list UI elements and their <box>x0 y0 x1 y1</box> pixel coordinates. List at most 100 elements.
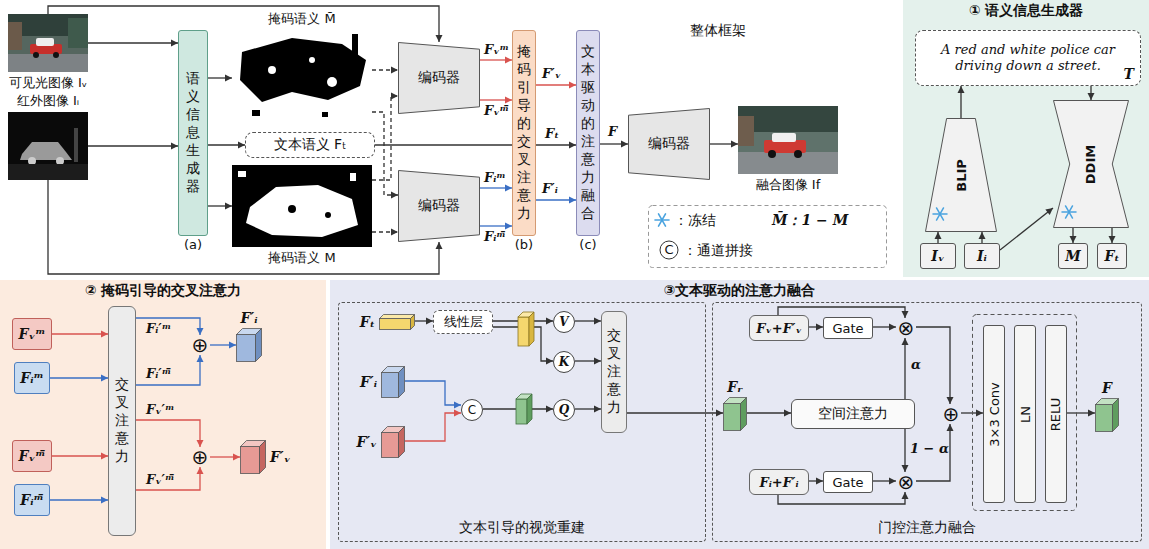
panel: ③文本驱动的注意力融合文本引导的视觉重建Fₜ线性层VKF′ᵢF′ᵥCQ交叉注意力… <box>330 280 1149 549</box>
edge-label: Fᵥᵐ <box>484 42 509 57</box>
add-symbol: ⊕ <box>190 335 210 355</box>
arrow-connector <box>480 97 512 104</box>
node-label: 编码器 <box>418 69 460 87</box>
shape-part <box>309 57 315 63</box>
connector-line <box>52 333 108 334</box>
input-box: Iᵢ <box>964 243 1000 269</box>
node-label: 文本语义 Fₜ <box>274 136 347 154</box>
value-circle: V <box>553 311 575 333</box>
spatial-attention-box: 空间注意力 <box>791 399 915 429</box>
node-label: 编码器 <box>418 197 460 215</box>
arrow-connector <box>208 75 232 82</box>
shape-part <box>1096 405 1113 432</box>
arrowhead <box>784 410 791 417</box>
node-label: Fᵢᵐ <box>20 370 44 386</box>
node-label: 文本引导的视觉重建 <box>459 519 585 537</box>
arrow-connector <box>809 324 823 331</box>
arrowhead <box>436 242 443 249</box>
shape-part <box>738 116 754 146</box>
photo-illustration <box>232 30 372 125</box>
shape-part <box>252 110 260 116</box>
shape-outline <box>723 397 747 431</box>
arrowhead <box>505 223 512 230</box>
shape-part <box>937 208 944 220</box>
attention-block: 掩码引导的交叉注意力(b) <box>512 30 536 236</box>
arrowhead <box>171 143 178 150</box>
arrowhead <box>902 311 909 318</box>
arrow-connector <box>480 185 512 192</box>
node-label: 融合图像 If <box>756 176 821 194</box>
photo-infrared: 红外图像 Iᵢ <box>8 112 88 180</box>
linear-layer-box: 线性层 <box>433 310 493 334</box>
shape-outline <box>379 314 415 330</box>
arrowhead <box>569 82 576 89</box>
node-label: 线性层 <box>444 313 483 331</box>
arrowhead <box>426 318 433 325</box>
shape-part <box>399 367 405 398</box>
node-sublabel: (c) <box>579 237 596 252</box>
legend-frame <box>649 206 887 268</box>
shape-part <box>56 157 64 165</box>
arrowhead <box>935 232 942 239</box>
panel: ① 语义信息生成器A red and white police car driv… <box>903 0 1149 277</box>
node-label: Gate <box>832 475 863 490</box>
arrowhead <box>436 35 443 42</box>
arrow-connector <box>916 327 954 404</box>
node-label: Fᵥᵐ̄ <box>18 448 45 464</box>
shape-part <box>1054 101 1129 228</box>
node-label: M <box>1065 248 1081 264</box>
node-label: 掩码引导的交叉注意力 <box>517 43 531 223</box>
node-label: 语义信息生成器 <box>186 70 200 196</box>
arrow-connector <box>480 223 512 230</box>
arrowhead <box>889 478 896 485</box>
connector-line <box>136 420 200 447</box>
arrow-connector <box>902 429 909 472</box>
cube-face <box>529 312 534 346</box>
shape-part <box>926 119 997 232</box>
attention-block: 交叉注意力 <box>601 311 627 433</box>
feature-box: Fᵢᵐ̄ <box>14 484 50 516</box>
arrowhead <box>101 497 108 504</box>
arrow-connector <box>979 232 986 243</box>
node-label: 编码器 <box>648 135 690 153</box>
arrowhead <box>902 338 909 345</box>
connector-line <box>136 355 200 385</box>
node-label: 空间注意力 <box>818 405 888 423</box>
node-label: F <box>1102 380 1112 396</box>
generator-block: 语义信息生成器(a) <box>178 30 208 236</box>
node-sublabel: (a) <box>184 237 202 252</box>
symbol-letter: C <box>660 241 678 259</box>
node-label: Fᵥᵐ <box>18 326 45 342</box>
node-label: Fₜ <box>1104 248 1119 264</box>
arrow-connector <box>52 331 108 338</box>
panel-fill <box>330 280 1149 549</box>
input-box: Iᵥ <box>920 243 956 269</box>
shape-part <box>36 38 54 46</box>
snowflake-stroke <box>659 214 666 226</box>
node-label: 红外图像 Iᵢ <box>17 92 79 110</box>
node-label: F′ᵢ <box>241 310 258 326</box>
shape-part <box>768 150 776 158</box>
cube-face <box>518 317 529 346</box>
arrowhead <box>947 424 954 431</box>
shape-part <box>8 22 22 50</box>
mask-image: 掩码语义 M <box>232 165 372 247</box>
edge-label: F′ᵥ <box>542 66 561 81</box>
arrow-connector <box>809 478 823 485</box>
arrow-connector <box>372 112 398 199</box>
arrowhead <box>731 141 738 148</box>
arrow-connector <box>575 358 601 365</box>
arrow-connector <box>902 338 909 399</box>
arrow-connector <box>710 141 738 148</box>
node-label: Fₜ <box>360 314 375 330</box>
snowflake-icon <box>655 214 669 226</box>
edge-label: Fₜ <box>545 126 559 141</box>
group-frame: 门控注意力融合FᵣFᵥ+F′ᵥGate⊗空间注意力Fᵢ+F′ᵢGate⊗⊕3×3… <box>712 302 1142 542</box>
arrow-connector <box>958 86 965 118</box>
connector-line <box>50 377 108 378</box>
shape-part <box>741 398 747 431</box>
shape-part <box>232 30 372 125</box>
shape-part <box>260 441 266 474</box>
shape-part <box>411 315 415 330</box>
node-sublabel: (b) <box>515 237 533 252</box>
